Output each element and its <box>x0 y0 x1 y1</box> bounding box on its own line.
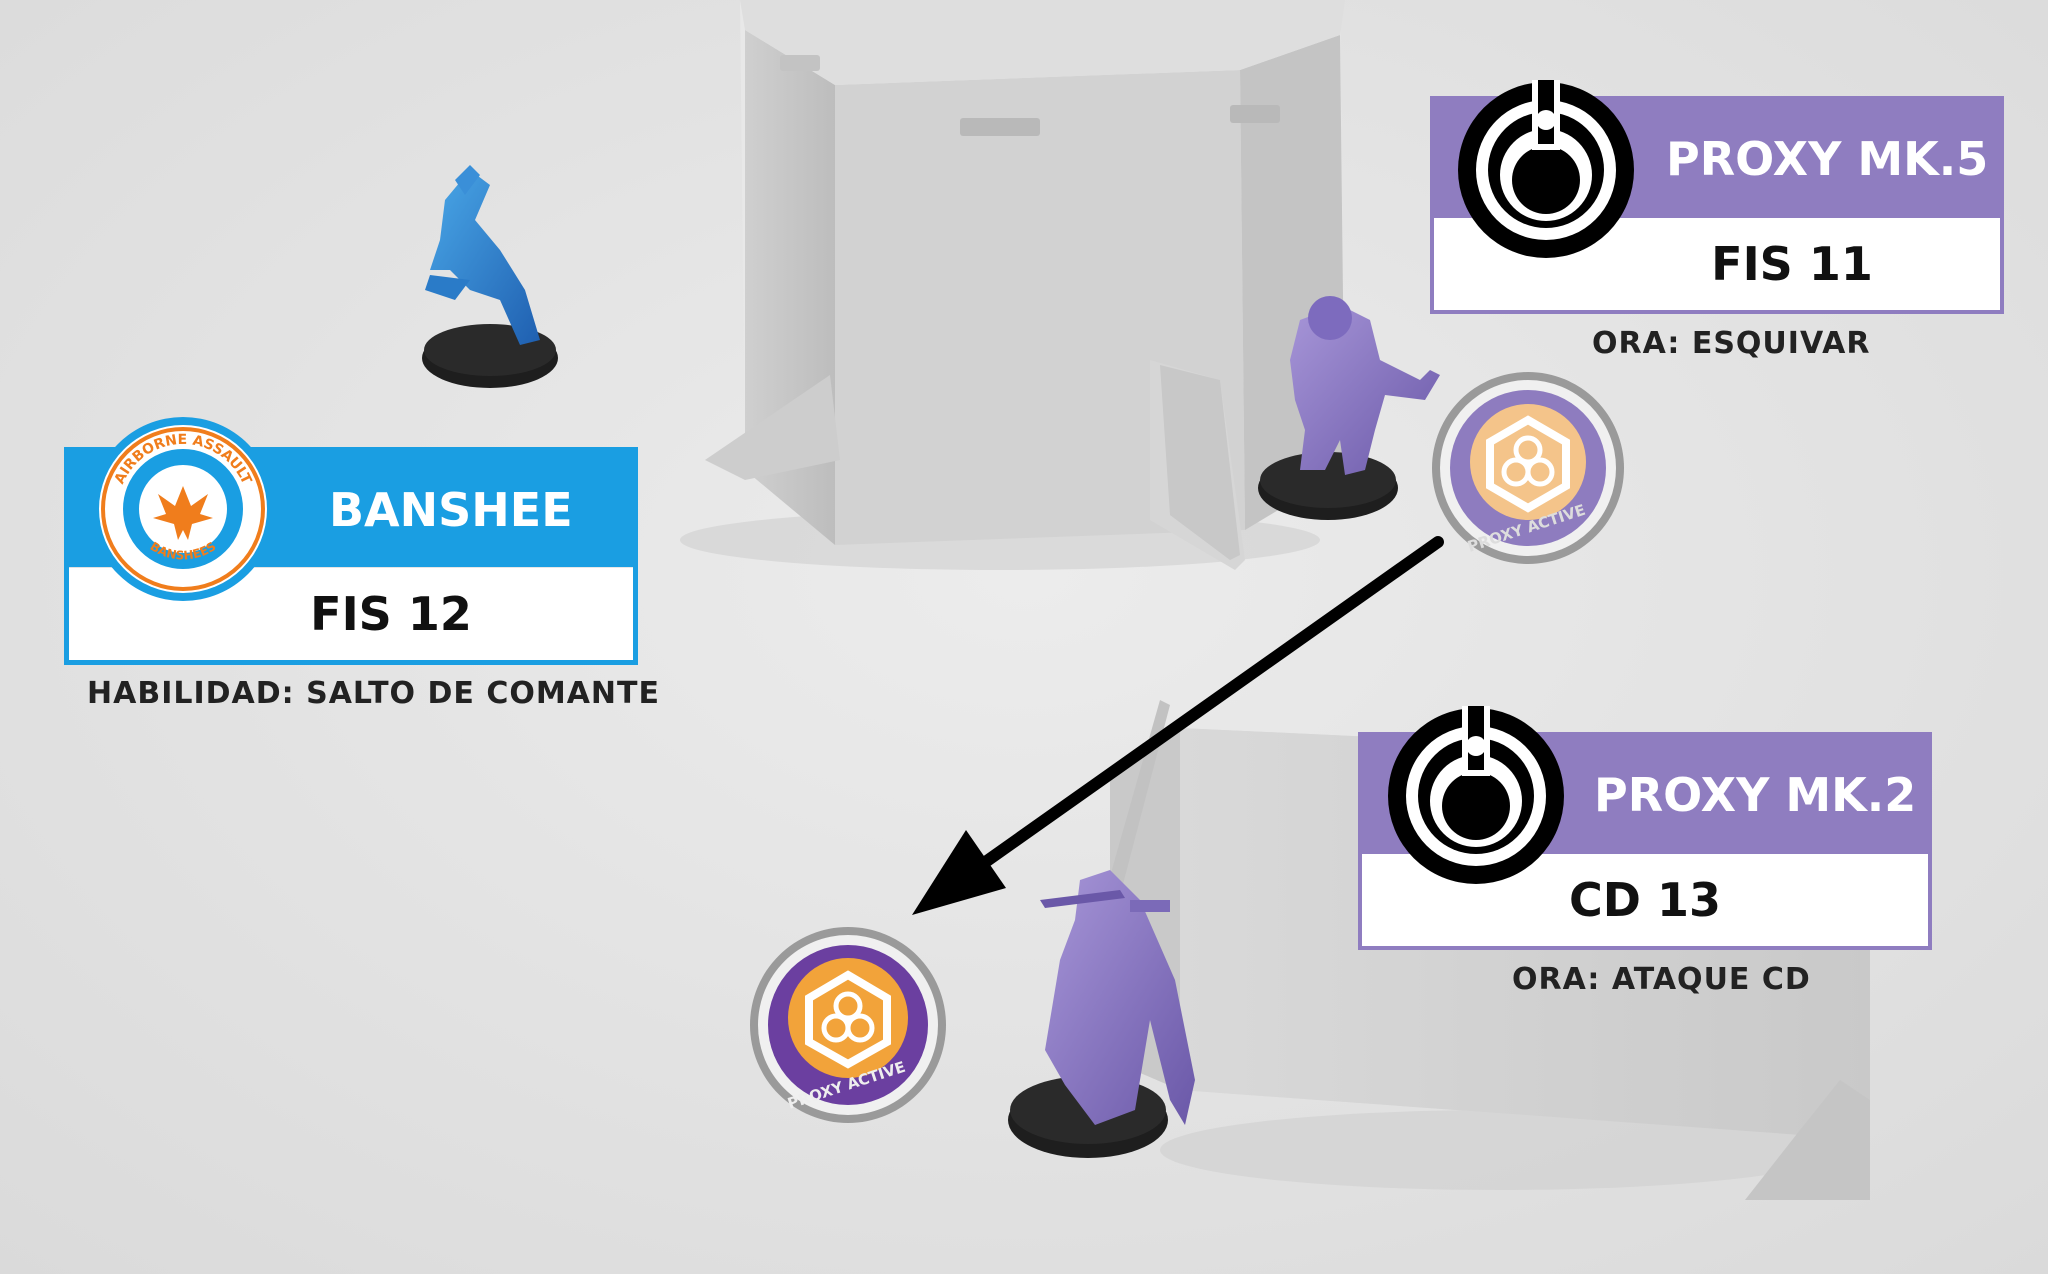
stat-value: CD 13 <box>1569 873 1721 927</box>
move-arrow-icon <box>912 536 1444 915</box>
proxy-faction-emblem-icon <box>1458 80 1634 258</box>
skill-label: HABILIDAD: SALTO DE COMANTE <box>87 676 660 711</box>
proxy-active-token-icon[interactable]: PROXY ACTIVE <box>1432 372 1624 564</box>
proxy-faction-emblem-icon <box>1388 706 1564 884</box>
banshee-miniature[interactable] <box>422 165 558 388</box>
stat-value: FIS 12 <box>310 587 472 641</box>
ora-label: ORA: ATAQUE CD <box>1512 962 1811 997</box>
airborne-assault-emblem-icon: AIRBORNE ASSAULT BANSHEES <box>91 417 275 601</box>
svg-text:BANSHEES: BANSHEES <box>148 539 219 563</box>
unit-name: BANSHEE <box>329 482 573 537</box>
ora-label: ORA: ESQUIVAR <box>1592 326 1871 361</box>
proxy-active-token-icon[interactable]: PROXY ACTIVE <box>750 927 946 1123</box>
unit-name: PROXY MK.5 <box>1666 132 1989 186</box>
stat-value: FIS 11 <box>1711 237 1873 291</box>
unit-name: PROXY MK.2 <box>1594 768 1917 822</box>
proxy-mk2-miniature[interactable] <box>1008 870 1195 1158</box>
hex-building-terrain <box>680 0 1345 570</box>
proxy-mk5-miniature[interactable] <box>1258 296 1440 520</box>
